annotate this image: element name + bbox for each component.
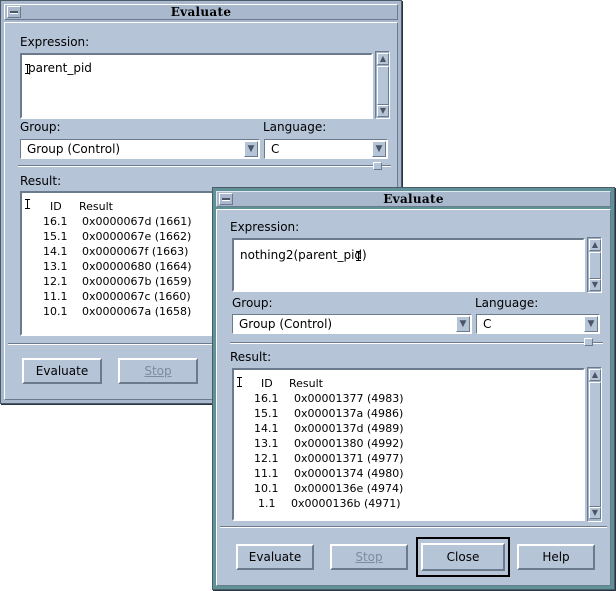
result-header-result: Result xyxy=(79,200,113,213)
result-row-id: 12.1 xyxy=(254,452,279,465)
result-row-value: 0x0000137d (4989) xyxy=(294,422,404,435)
result-row-value: 0x00001371 (4977) xyxy=(294,452,404,465)
title-bar[interactable]: Evaluate xyxy=(4,4,398,20)
language-label: Language: xyxy=(475,296,539,310)
scrollbar-thumb[interactable] xyxy=(377,66,389,105)
button-separator xyxy=(220,526,607,528)
result-row-id: 14.1 xyxy=(43,245,68,258)
dropdown-arrow-icon[interactable]: ▼ xyxy=(584,316,598,332)
result-row-id: 15.1 xyxy=(254,407,279,420)
group-select[interactable]: Group (Control) ▼ xyxy=(232,314,472,334)
window-menu-icon[interactable] xyxy=(7,6,21,18)
help-button[interactable]: Help xyxy=(517,544,595,570)
text-cursor-icon xyxy=(25,64,30,74)
dropdown-arrow-icon[interactable]: ▼ xyxy=(456,316,470,332)
language-select-value: C xyxy=(271,142,280,156)
scrollbar-thumb[interactable] xyxy=(589,382,601,507)
language-select[interactable]: C ▼ xyxy=(476,314,600,334)
result-row-value: 0x0000136e (4974) xyxy=(294,482,404,495)
window-menu-icon[interactable] xyxy=(219,193,233,205)
group-label: Group: xyxy=(232,296,273,310)
scroll-down-arrow-icon[interactable]: ▼ xyxy=(377,105,389,117)
language-select[interactable]: C ▼ xyxy=(264,139,388,159)
expression-scrollbar[interactable]: ▲ ▼ xyxy=(587,237,602,293)
window-body: Expression: nothing2(parent_pid) ▲ ▼ Gro… xyxy=(216,209,611,586)
expression-text: parent_pid xyxy=(28,61,92,75)
expression-label: Expression: xyxy=(230,220,300,234)
stop-button[interactable]: Stop xyxy=(118,358,198,384)
result-row-id: 10.1 xyxy=(254,482,279,495)
language-select-value: C xyxy=(483,317,492,331)
expression-text: nothing2(parent_pid) xyxy=(240,248,367,262)
scroll-up-arrow-icon[interactable]: ▲ xyxy=(589,239,601,251)
expression-input[interactable]: nothing2(parent_pid) xyxy=(232,238,585,292)
expression-input[interactable]: parent_pid xyxy=(20,53,373,119)
result-row-value: 0x0000067d (1661) xyxy=(82,215,192,228)
window-title: Evaluate xyxy=(170,5,232,19)
dropdown-arrow-icon[interactable]: ▼ xyxy=(372,141,386,157)
result-header-id: ID xyxy=(261,377,273,390)
result-label: Result: xyxy=(20,174,62,188)
result-row-value: 0x0000137a (4986) xyxy=(294,407,404,420)
close-button[interactable]: Close xyxy=(421,543,505,571)
result-row-value: 0x0000067b (1659) xyxy=(82,275,192,288)
stop-button[interactable]: Stop xyxy=(330,544,408,570)
language-label: Language: xyxy=(263,120,327,134)
result-label: Result: xyxy=(230,350,272,364)
expression-scrollbar[interactable]: ▲ ▼ xyxy=(375,51,390,119)
evaluate-window-front[interactable]: Evaluate Expression: nothing2(parent_pid… xyxy=(212,187,615,590)
result-row-value: 0x0000067a (1658) xyxy=(82,305,192,318)
pane-separator xyxy=(230,342,603,344)
button-separator xyxy=(8,343,394,345)
result-row-value: 0x00001377 (4983) xyxy=(294,392,404,405)
result-scrollbar[interactable]: ▲ ▼ xyxy=(587,367,602,522)
result-row-id: 1.1 xyxy=(258,497,276,510)
group-select-value: Group (Control) xyxy=(239,317,333,331)
result-row-value: 0x00000680 (1664) xyxy=(82,260,192,273)
dropdown-arrow-icon[interactable]: ▼ xyxy=(244,141,258,157)
pane-separator xyxy=(18,165,391,167)
expression-label: Expression: xyxy=(20,35,90,49)
result-row-id: 11.1 xyxy=(43,290,68,303)
result-row-id: 10.1 xyxy=(43,305,68,318)
evaluate-button[interactable]: Evaluate xyxy=(236,544,314,570)
title-bar[interactable]: Evaluate xyxy=(216,191,611,207)
result-row-value: 0x00001374 (4980) xyxy=(294,467,404,480)
result-row-id: 13.1 xyxy=(254,437,279,450)
scroll-up-arrow-icon[interactable]: ▲ xyxy=(589,369,601,381)
result-row-value: 0x0000136b (4971) xyxy=(291,497,401,510)
result-row-id: 12.1 xyxy=(43,275,68,288)
group-select[interactable]: Group (Control) ▼ xyxy=(20,139,260,159)
group-select-value: Group (Control) xyxy=(27,142,121,156)
result-header-id: ID xyxy=(50,200,62,213)
result-row-id: 11.1 xyxy=(254,467,279,480)
window-title: Evaluate xyxy=(383,192,444,206)
evaluate-button[interactable]: Evaluate xyxy=(22,358,102,384)
result-row-id: 16.1 xyxy=(254,392,279,405)
pane-sash[interactable] xyxy=(373,162,382,170)
result-row-id: 14.1 xyxy=(254,422,279,435)
result-row-value: 0x00001380 (4992) xyxy=(294,437,404,450)
result-row-value: 0x0000067c (1660) xyxy=(82,290,191,303)
text-cursor-icon xyxy=(237,377,242,387)
scroll-down-arrow-icon[interactable]: ▼ xyxy=(589,507,601,519)
result-header-result: Result xyxy=(289,377,323,390)
scroll-up-arrow-icon[interactable]: ▲ xyxy=(377,53,389,65)
pane-sash[interactable] xyxy=(584,338,593,346)
group-label: Group: xyxy=(20,120,61,134)
result-row-id: 16.1 xyxy=(43,215,68,228)
default-button-ring xyxy=(416,537,510,577)
scrollbar-thumb[interactable] xyxy=(589,252,601,279)
result-output[interactable]: ID Result 16.1 0x00001377 (4983) 15.1 0x… xyxy=(232,368,585,521)
result-row-id: 15.1 xyxy=(43,230,68,243)
result-row-id: 13.1 xyxy=(43,260,68,273)
result-row-value: 0x0000067e (1662) xyxy=(82,230,192,243)
scroll-down-arrow-icon[interactable]: ▼ xyxy=(589,279,601,291)
text-cursor-icon xyxy=(25,199,30,209)
text-cursor-icon xyxy=(356,251,361,261)
result-row-value: 0x0000067f (1663) xyxy=(82,245,189,258)
